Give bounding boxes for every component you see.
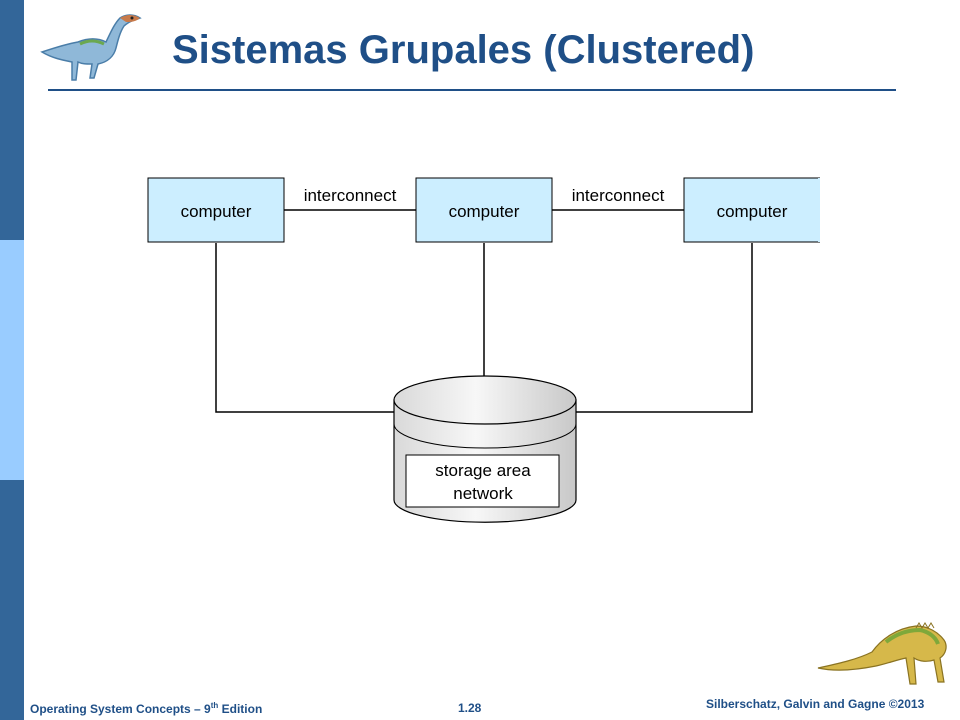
footer-page-number: 1.28 [458,701,482,715]
interconnect-label-1: interconnect [304,186,397,205]
storage-label-line1: storage area [435,461,531,480]
computer-box-3 [683,177,820,243]
storage-label-line2: network [453,484,513,503]
dinosaur-icon [817,622,947,685]
computer-label-2: computer [449,202,520,221]
storage-label-box [405,454,560,508]
sidebar-bottom-segment [0,480,24,720]
dinosaur-icon [40,14,142,81]
computer-box-2 [415,177,553,243]
sidebar-stripe [0,0,24,720]
connector-line-left [215,243,396,413]
sidebar-top-segment [0,0,24,240]
computer-label-3: computer [717,202,788,221]
interconnect-label-2: interconnect [572,186,665,205]
connector-line-right [574,243,753,413]
computer-label-1: computer [181,202,252,221]
sidebar-middle-segment [0,240,24,480]
storage-cylinder [393,375,577,523]
title-underline [48,89,896,91]
footer-copyright: Silberschatz, Galvin and Gagne ©2013 [706,697,925,711]
computer-box-1 [147,177,285,243]
footer-book-title: Operating System Concepts – 9th Edition [30,701,263,716]
slide-title: Sistemas Grupales (Clustered) [172,28,755,72]
